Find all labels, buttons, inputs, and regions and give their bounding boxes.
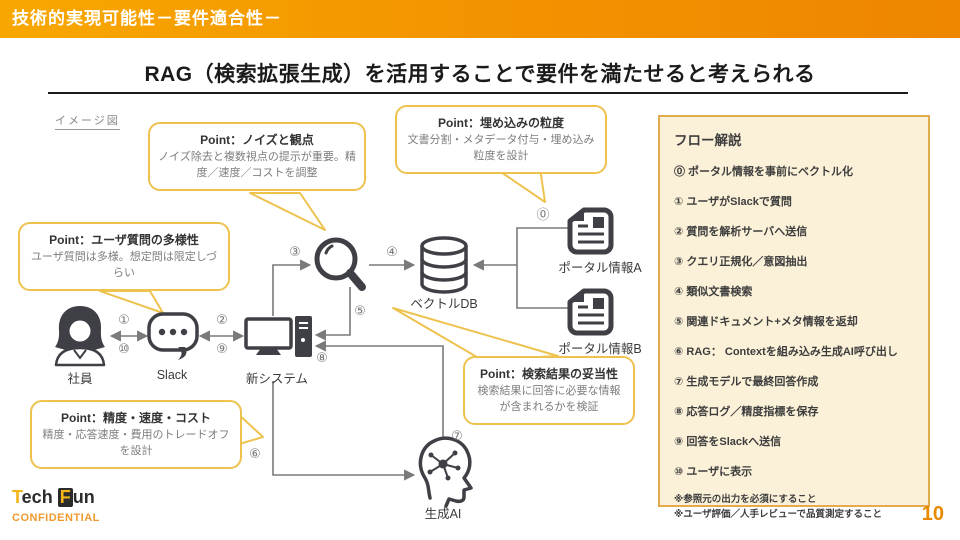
document-icon [567,288,614,336]
computer-icon [244,316,312,357]
callout-noise: Point：ノイズと観点 ノイズ除去と複数視点の提示が重要。精度／速度／コストを… [148,122,366,191]
flow-step-4: ④ 類似文書検索 [674,286,753,298]
page-number: 10 [921,503,944,525]
flow-step-5: ⑤ 関連ドキュメント+メタ情報を返却 [674,316,858,328]
step-label-6: ⑥ [249,446,261,461]
arrow-step7-8 [314,340,444,449]
callout-validity: Point：検索結果の妥当性 検索結果に回答に必要な情報が含まれるかを検証 [463,356,635,425]
callout-body: 検索結果に回答に必要な情報が含まれるかを検証 [477,385,621,413]
flow-step-6: ⑥ RAG： Contextを組み込み生成AI呼び出し [674,346,898,358]
tail-validity [392,307,559,361]
logo-letter-f: F [57,487,73,507]
step-label-10: ⑩ [118,341,130,356]
flow-explanation-panel: フロー解説 ⓪ ポータル情報を事前にベクトル化 ① ユーザがSlackで質問 ②… [658,115,930,520]
flow-step-10: ⑩ ユーザに表示 [674,466,753,478]
flow-step-1: ① ユーザがSlackで質問 [674,196,792,208]
callout-title: Point：精度・速度・コスト [61,411,211,425]
step-label-8: ⑧ [316,350,328,365]
title-underline [48,92,908,94]
callout-body: 文書分割・メタデータ付与・埋め込み粒度を設計 [407,134,595,162]
flow-step-3: ③ クエリ正規化／意図抽出 [674,256,808,268]
arrow-step3 [272,259,312,316]
callout-title: Point：ノイズと観点 [200,133,314,147]
node-label-gen-ai: 生成AI [424,507,462,521]
step-label-4: ④ [386,244,398,259]
node-label-employee: 社員 [67,372,93,386]
node-label-portal-a: ポータル情報A [558,261,642,275]
step-label-5: ⑤ [354,303,366,318]
callout-title: Point：検索結果の妥当性 [480,367,618,381]
panel-note-1: ※参照元の出力を必須にすること [674,494,817,505]
node-label-portal-b: ポータル情報B [558,342,642,356]
tail-noise [249,192,326,231]
document-icon [567,207,614,255]
panel-note-2: ※ユーザ評価／人手レビューで品質測定すること [674,508,882,520]
arrow-step6 [272,381,416,481]
node-label-slack: Slack [156,368,188,382]
node-label-vector-db: ベクトルDB [410,297,478,311]
page-title: RAG（検索拡張生成）を活用することで要件を満たせると考えられる [144,63,816,86]
arrow-step5 [314,287,351,341]
person-icon [54,306,106,367]
callout-cost: Point：精度・速度・コスト 精度・応答速度・費用のトレードオフを設計 [30,400,242,469]
ai-head-icon [418,436,473,508]
flow-step-7: ⑦ 生成モデルで最終回答作成 [674,376,819,388]
node-label-new-system: 新システム [245,372,309,386]
callout-title: Point：ユーザ質問の多様性 [49,233,199,247]
step-label-2: ② [216,312,228,327]
callout-body: 精度・応答速度・費用のトレードオフを設計 [42,429,230,457]
slack-icon [147,312,199,360]
tail-diversity [99,290,164,314]
logo-letter-t: T [12,487,22,507]
panel-title: フロー解説 [674,133,742,148]
database-icon [420,236,468,294]
image-caption: イメージ図 [55,112,120,130]
step-label-0: ⓪ [536,207,550,222]
logo-text-ech: ech [21,487,53,507]
callout-body: ユーザ質問は多様。想定問は限定しづらい [30,251,218,279]
callout-body: ノイズ除去と複数視点の提示が重要。精度／速度／コストを調整 [158,151,356,179]
header-title: 技術的実現可能性－要件適合性－ [12,9,282,28]
callout-user-diversity: Point：ユーザ質問の多様性 ユーザ質問は多様。想定問は限定しづらい [18,222,230,291]
logo-text-un: un [72,487,95,507]
flow-step-2: ② 質問を解析サーバへ送信 [674,226,808,238]
flow-step-9: ⑨ 回答をSlackへ送信 [674,436,782,448]
flow-step-8: ⑧ 応答ログ／精度指標を保存 [674,406,819,418]
confidential-label: CONFIDENTIAL [12,512,100,524]
flow-step-0: ⓪ ポータル情報を事前にベクトル化 [674,166,854,178]
step-label-7: ⑦ [451,428,463,443]
callout-title: Point：埋め込みの粒度 [438,116,564,130]
step-label-3: ③ [289,244,301,259]
step-label-1: ① [118,312,130,327]
header-bar: 技術的実現可能性－要件適合性－ [0,0,960,38]
search-icon [314,237,366,291]
step-label-9: ⑨ [216,341,228,356]
callout-embedding: Point：埋め込みの粒度 文書分割・メタデータ付与・埋め込み粒度を設計 [395,105,607,174]
